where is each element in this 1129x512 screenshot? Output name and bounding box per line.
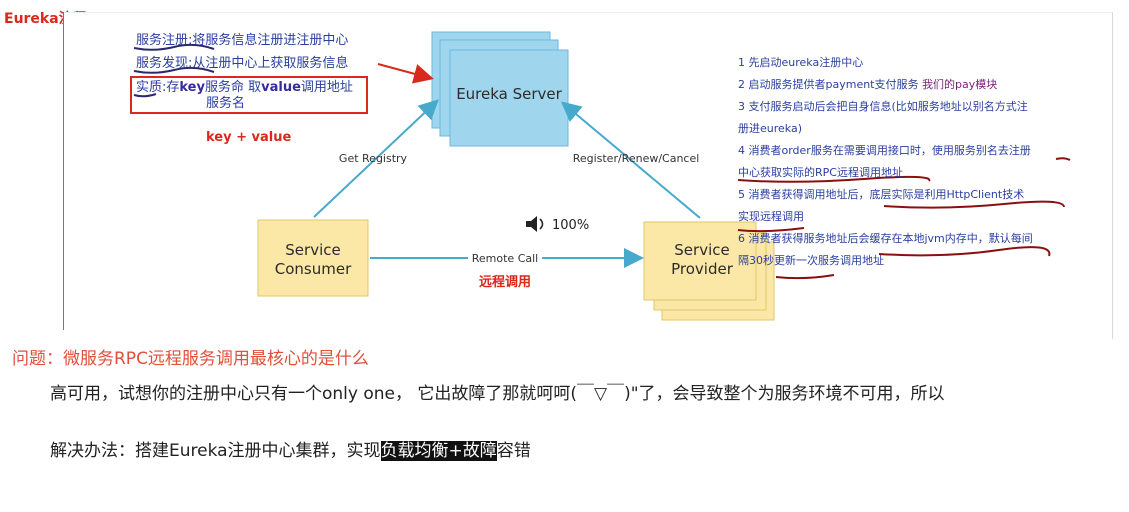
underline-scribble xyxy=(133,43,215,51)
step-3b: 册进eureka) xyxy=(738,122,802,135)
body-paragraph-1: 高可用，试想你的注册中心只有一个only one， 它出故障了那就呵呵(￣▽￣)… xyxy=(50,384,945,404)
eureka-architecture-diagram: Eureka Server Service Consumer Service P… xyxy=(130,31,1071,321)
red-pointer-arrow xyxy=(377,63,434,84)
underline-scribble xyxy=(737,175,931,183)
solution-highlight: 负载均衡+故障 xyxy=(380,441,497,461)
register-arrow xyxy=(560,101,701,219)
key-value-annotation: key + value xyxy=(206,130,292,145)
figure-panel xyxy=(63,12,1113,339)
step-6b: 隔30秒更新一次服务调用地址 xyxy=(738,254,884,267)
note-essence-line2: 服务名 xyxy=(206,96,246,111)
step-4a: 4 消费者order服务在需要调用接口时，使用服务别名去注册 xyxy=(738,144,1031,157)
consumer-label-line2: Consumer xyxy=(275,260,352,278)
step-5a: 5 消费者获得调用地址后，底层实际是利用HttpClient技术 xyxy=(738,188,1025,201)
remote-call-cn-label: 远程调用 xyxy=(479,275,531,290)
step-4b: 中心获取实际的RPC远程调用地址 xyxy=(738,166,903,179)
eureka-server-label: Eureka Server xyxy=(456,85,562,103)
essence-prefix: 实质:存 xyxy=(136,80,180,95)
step-2: 2 启动服务提供者payment支付服务 我们的pay模块 xyxy=(738,78,998,91)
solution-suffix: 容错 xyxy=(496,441,531,461)
body-paragraph-2: 解决办法：搭建Eureka注册中心集群，实现负载均衡+故障容错 xyxy=(50,436,531,461)
service-provider-box: Service Provider xyxy=(643,221,775,321)
step-3a: 3 支付服务启动后会把自身信息(比如服务地址以别名方式注 xyxy=(738,100,1028,113)
essence-suffix: 调用地址 xyxy=(300,80,353,95)
register-renew-label: Register/Renew/Cancel xyxy=(573,152,700,165)
solution-prefix: 解决办法：搭建Eureka注册中心集群，实现 xyxy=(50,441,381,461)
note-register: 服务注册:将服务信息注册进注册中心 xyxy=(136,33,349,48)
provider-label-line2: Provider xyxy=(671,260,734,278)
underline-scribble xyxy=(775,274,835,280)
essence-key: key xyxy=(179,80,205,95)
steps-panel: 1 先启动eureka注册中心 2 启动服务提供者payment支付服务 我们的… xyxy=(738,52,1078,272)
volume-indicator: 100% xyxy=(526,216,589,233)
essence-value: value xyxy=(261,80,301,95)
step-6a: 6 消费者获得服务地址后会缓存在本地jvm内存中，默认每间 xyxy=(738,232,1033,245)
underline-scribble xyxy=(737,227,805,233)
underline-scribble xyxy=(878,246,1051,257)
get-registry-arrow xyxy=(313,99,439,218)
step-5b: 实现远程调用 xyxy=(738,210,804,223)
underline-scribble xyxy=(883,200,1065,209)
essence-mid: 服务命 取 xyxy=(204,80,262,95)
service-consumer-box: Service Consumer xyxy=(257,219,369,297)
step-1: 1 先启动eureka注册中心 xyxy=(738,56,864,69)
consumer-label-line1: Service xyxy=(285,241,340,259)
eureka-server-box: Eureka Server xyxy=(431,31,569,147)
essence-highlight-box xyxy=(130,76,368,114)
margin-line xyxy=(63,12,64,330)
get-registry-label: Get Registry xyxy=(339,152,408,165)
underline-scribble xyxy=(133,93,157,98)
underline-scribble xyxy=(1055,157,1071,161)
question-heading: 问题：微服务RPC远程服务调用最核心的是什么 xyxy=(12,349,369,369)
speaker-icon xyxy=(526,216,544,232)
volume-text: 100% xyxy=(552,218,589,233)
remote-call-label: Remote Call xyxy=(472,252,538,265)
note-essence: 实质:存key服务命 取value调用地址 xyxy=(136,78,353,97)
note-discover: 服务发现:从注册中心上获取服务信息 xyxy=(136,56,349,71)
underline-scribble xyxy=(133,66,215,74)
provider-label-line1: Service xyxy=(674,241,729,259)
